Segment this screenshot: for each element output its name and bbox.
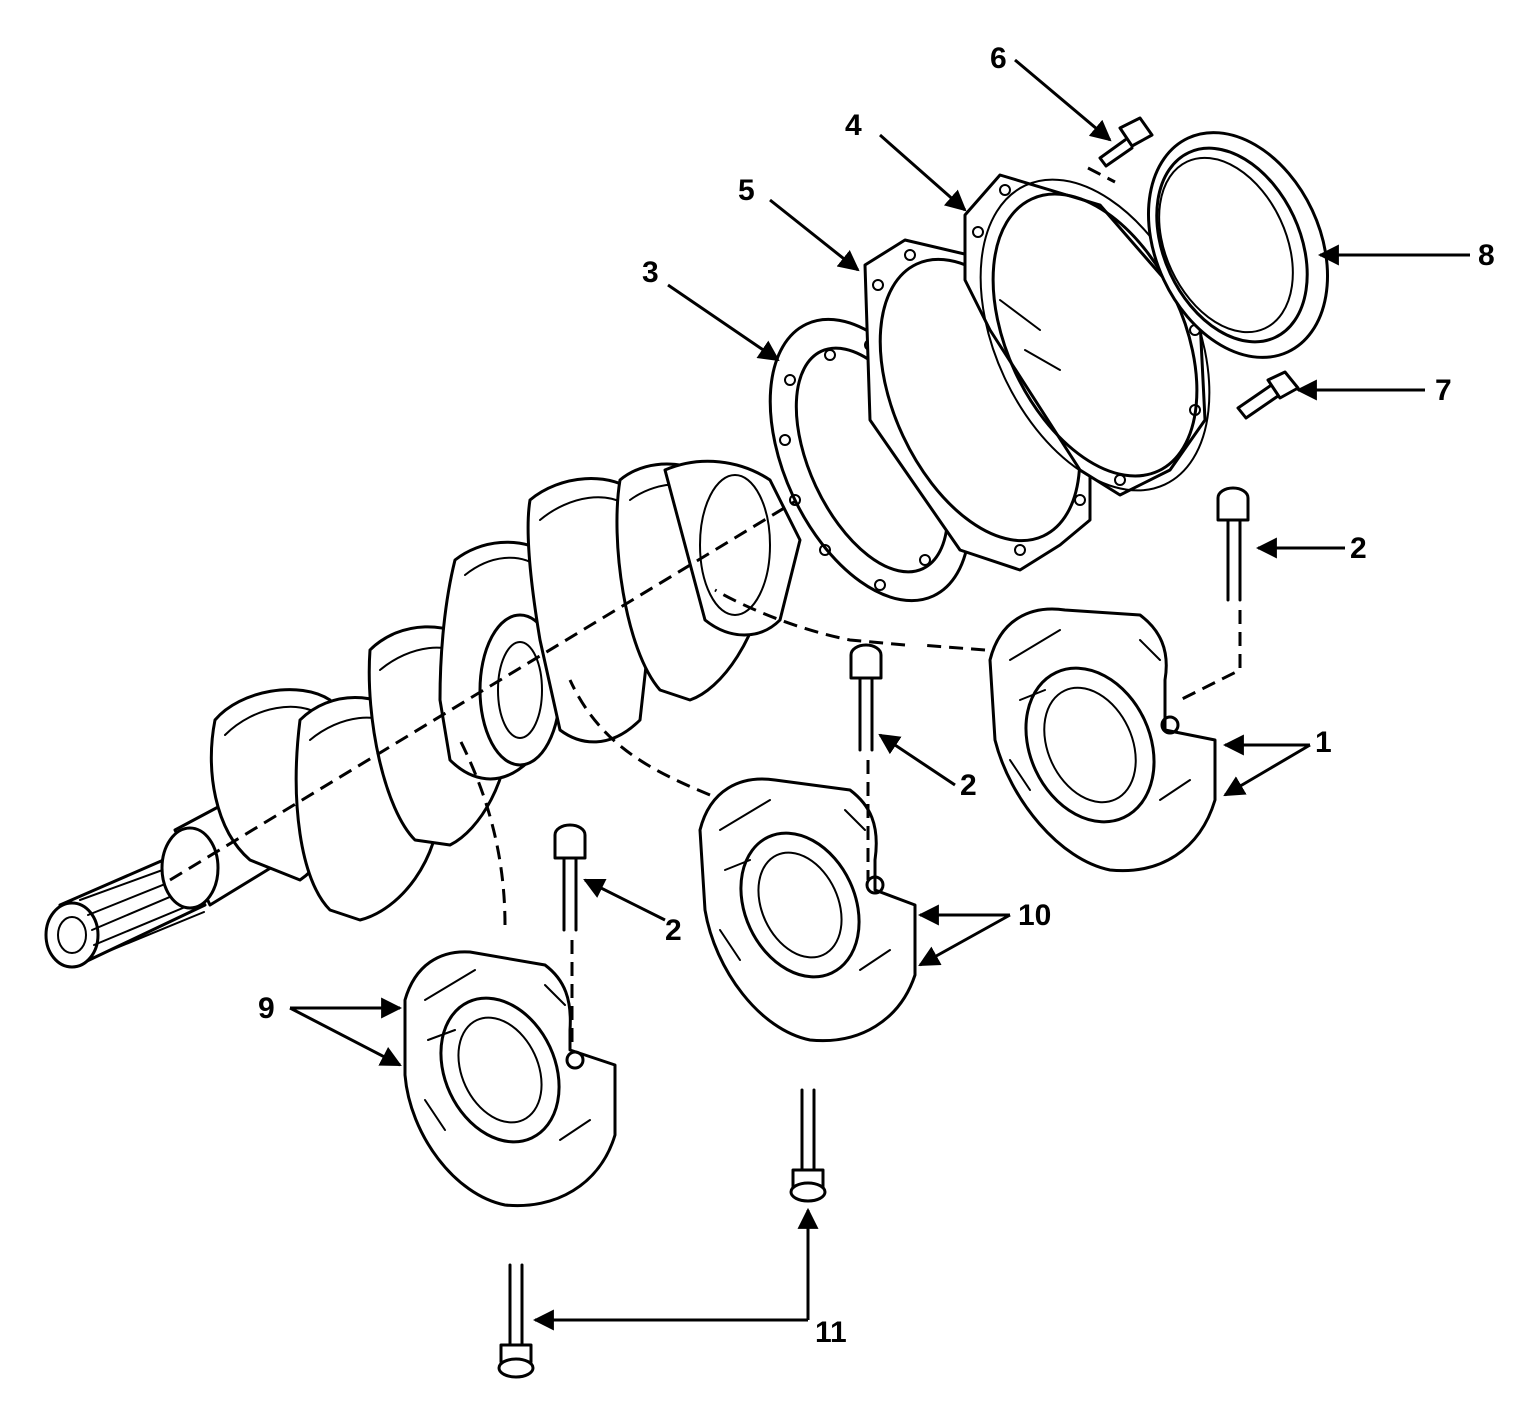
callout-3: 3 — [642, 256, 659, 289]
callout-6: 6 — [990, 42, 1007, 75]
bolt-6 — [1087, 116, 1154, 184]
part-10-bearing-cap — [698, 777, 917, 1043]
callout-11: 11 — [815, 1316, 847, 1349]
bolt-2-middle — [849, 643, 883, 880]
callout-5: 5 — [738, 174, 755, 207]
callout-4: 4 — [845, 109, 862, 142]
part-1-bearing-cap — [988, 607, 1217, 873]
part-9-bearing-cap — [403, 950, 617, 1208]
crank-rear-journal — [663, 459, 802, 637]
bolt-7 — [1236, 370, 1300, 420]
bolt-11-lower — [497, 1263, 535, 1379]
callout-8: 8 — [1478, 239, 1495, 272]
callout-2-middle: 2 — [960, 769, 977, 802]
bolt-11-upper — [789, 1088, 827, 1203]
assembly-line-cap9 — [458, 739, 507, 926]
assembly-line-cap1 — [714, 588, 986, 652]
bolt-2-right — [1179, 486, 1250, 702]
part-8-seal — [1147, 131, 1329, 359]
assembly-line-cap10 — [568, 679, 711, 797]
callout-10: 10 — [1018, 899, 1051, 932]
crankshaft — [44, 448, 881, 969]
crank-centerline — [169, 448, 881, 882]
bolt-2-left — [553, 823, 587, 1050]
callout-2-right: 2 — [1350, 532, 1367, 565]
callout-7: 7 — [1435, 374, 1452, 407]
leaders — [289, 58, 1470, 1331]
callout-2-left: 2 — [665, 914, 682, 947]
callout-1: 1 — [1315, 726, 1332, 759]
callout-9: 9 — [258, 992, 275, 1025]
